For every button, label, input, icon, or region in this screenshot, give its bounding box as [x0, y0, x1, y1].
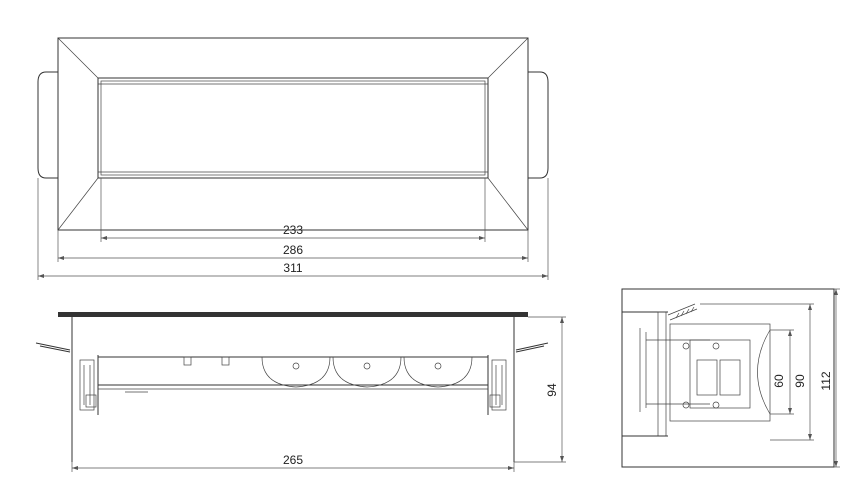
dim-label-286: 286	[283, 243, 303, 257]
front-view: 265 94	[35, 312, 566, 472]
dim-286: 286	[57, 230, 529, 262]
top-left-tab	[37, 71, 58, 179]
side-view: 60 90 112	[621, 288, 840, 468]
front-left-bracket	[35, 342, 71, 353]
side-socket-curve	[757, 329, 771, 415]
top-view: 233 286 311	[37, 37, 549, 280]
dim-311: 311	[37, 178, 549, 280]
dim-label-60: 60	[772, 374, 786, 388]
top-right-tab	[528, 71, 549, 179]
dim-90: 90	[700, 303, 814, 441]
dim-label-233: 233	[283, 223, 303, 237]
side-lid	[667, 303, 698, 321]
front-lid	[58, 312, 528, 317]
dim-label-311: 311	[283, 261, 302, 275]
front-left-clamp	[79, 359, 97, 411]
top-outer-frame	[57, 37, 529, 231]
dim-112: 112	[819, 288, 840, 468]
top-inner-lid	[100, 80, 486, 176]
dim-label-112: 112	[819, 371, 833, 390]
dim-60: 60	[770, 329, 794, 415]
front-right-bracket	[515, 342, 549, 353]
side-body	[669, 323, 771, 422]
dim-label-265: 265	[283, 453, 303, 467]
side-outer-frame	[621, 288, 835, 468]
front-body	[97, 356, 489, 386]
dim-265: 265	[71, 453, 515, 472]
dim-label-94: 94	[545, 383, 559, 397]
dim-94: 94	[514, 316, 566, 463]
dim-233: 233	[100, 178, 486, 242]
front-right-clamp	[489, 359, 507, 411]
dim-label-90: 90	[793, 374, 807, 388]
front-sockets	[261, 356, 473, 388]
top-inner-opening	[97, 77, 489, 179]
